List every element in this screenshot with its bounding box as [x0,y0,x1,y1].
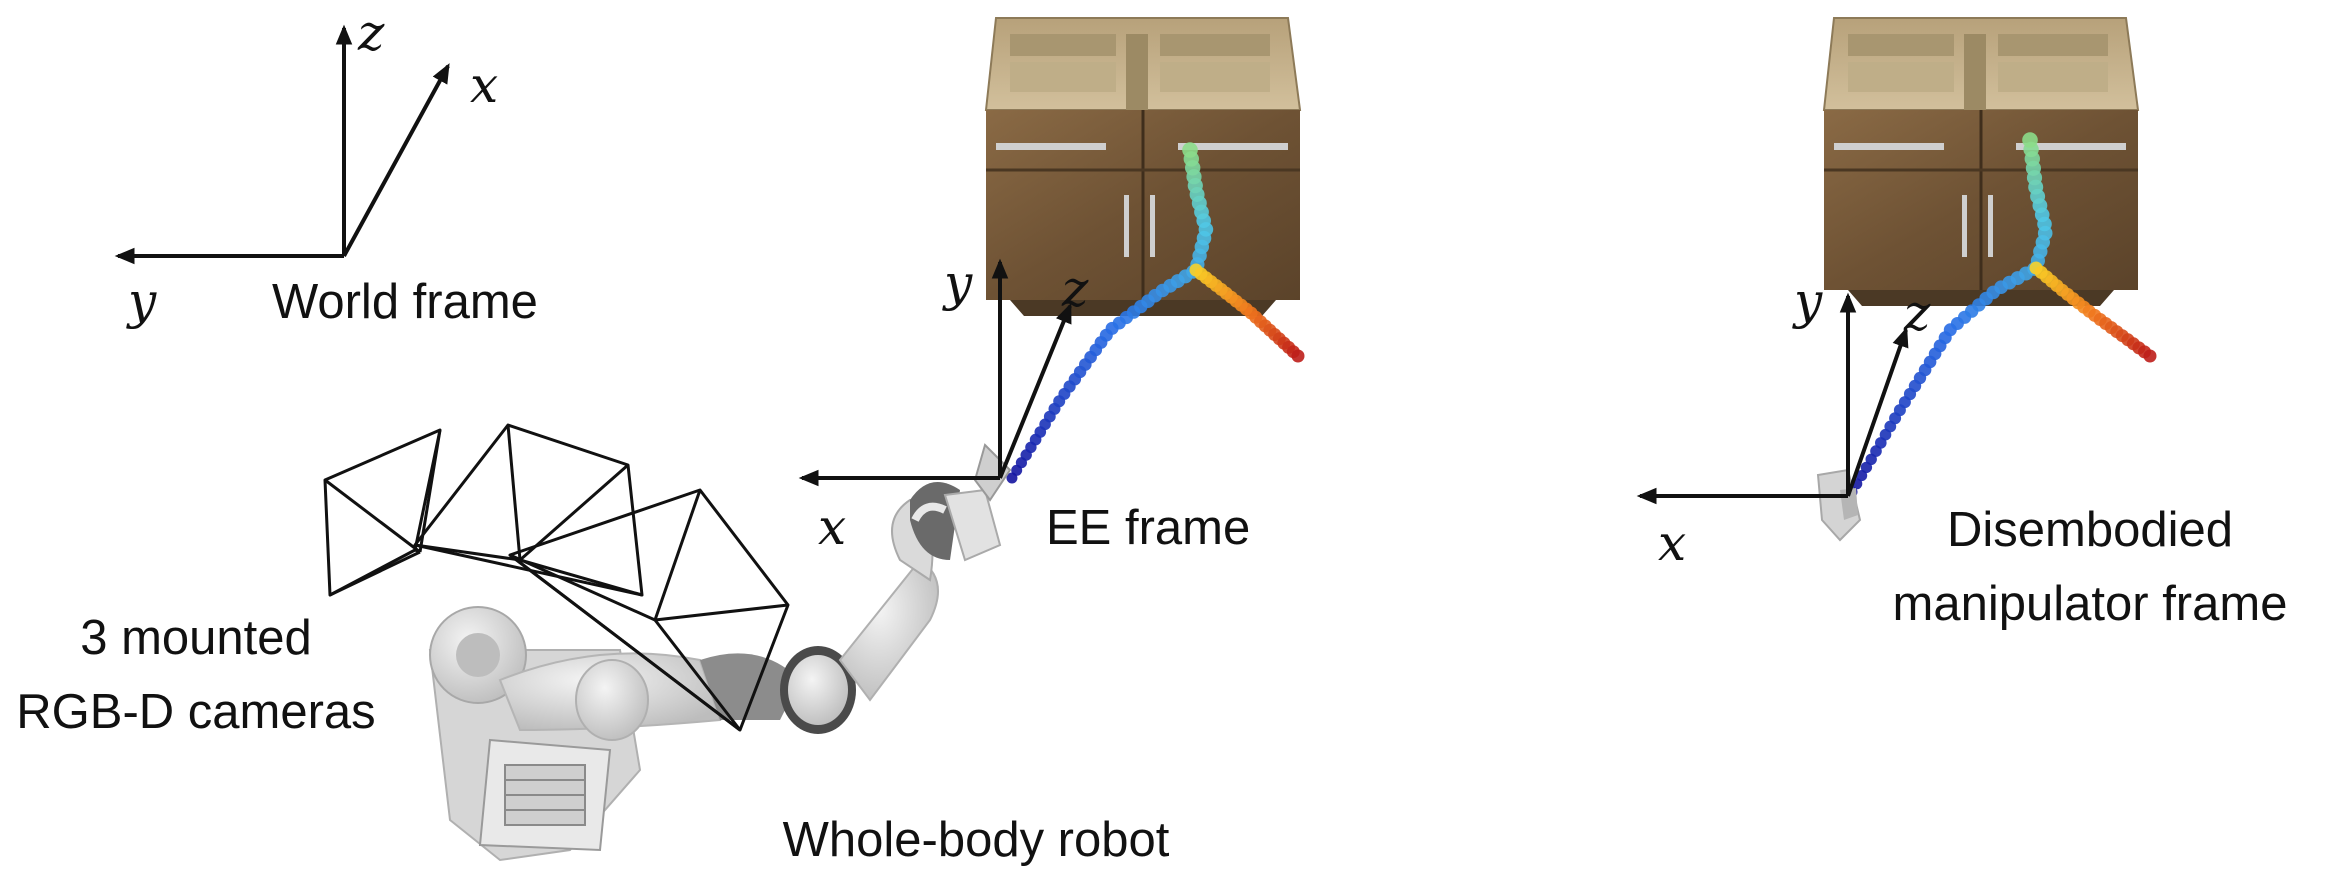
cabinet-image-center [984,17,1302,316]
ee-z-label: z [1061,260,1089,318]
trajectory-right-dot [1856,470,1868,482]
trajectory-center-dot [1291,349,1305,363]
ee-frame-label: EE frame [1046,501,1250,555]
world-z-label: z [357,4,385,62]
disembodied-label-line2: manipulator frame [1893,577,2288,631]
disembodied-frame-axes: y z x [1636,272,1931,572]
trajectory-right [1846,132,2157,498]
disembodied-label-line1: Disembodied [1947,503,2233,557]
ee-frame-axes: y z x [798,254,1089,556]
trajectory-center-dot [1182,142,1198,158]
world-x-label: x [470,56,498,114]
cameras-label-line1: 3 mounted [80,611,312,665]
whole-body-robot-label: Whole-body robot [783,813,1170,867]
world-x-axis [342,63,450,257]
disembodied-z-axis [1846,326,1909,497]
camera-frustums [323,423,790,732]
disembodied-x-label: x [1658,514,1686,572]
disembodied-z-label: z [1903,284,1931,342]
whole-body-robot-image [428,443,1012,862]
ee-y-label: y [942,254,973,312]
world-y-label: y [126,272,157,330]
cameras-label-line2: RGB-D cameras [16,685,375,739]
ee-z-axis [998,302,1072,479]
world-frame-label: World frame [272,275,538,329]
trajectory-right-dot [2143,349,2157,363]
trajectory-center [1006,142,1305,484]
disembodied-y-label: y [1792,272,1823,330]
ee-x-label: x [818,498,846,556]
cabinet-image-right [1822,17,2140,306]
trajectory-right-dot [2022,132,2038,148]
world-frame-axes: z x y [114,4,498,330]
